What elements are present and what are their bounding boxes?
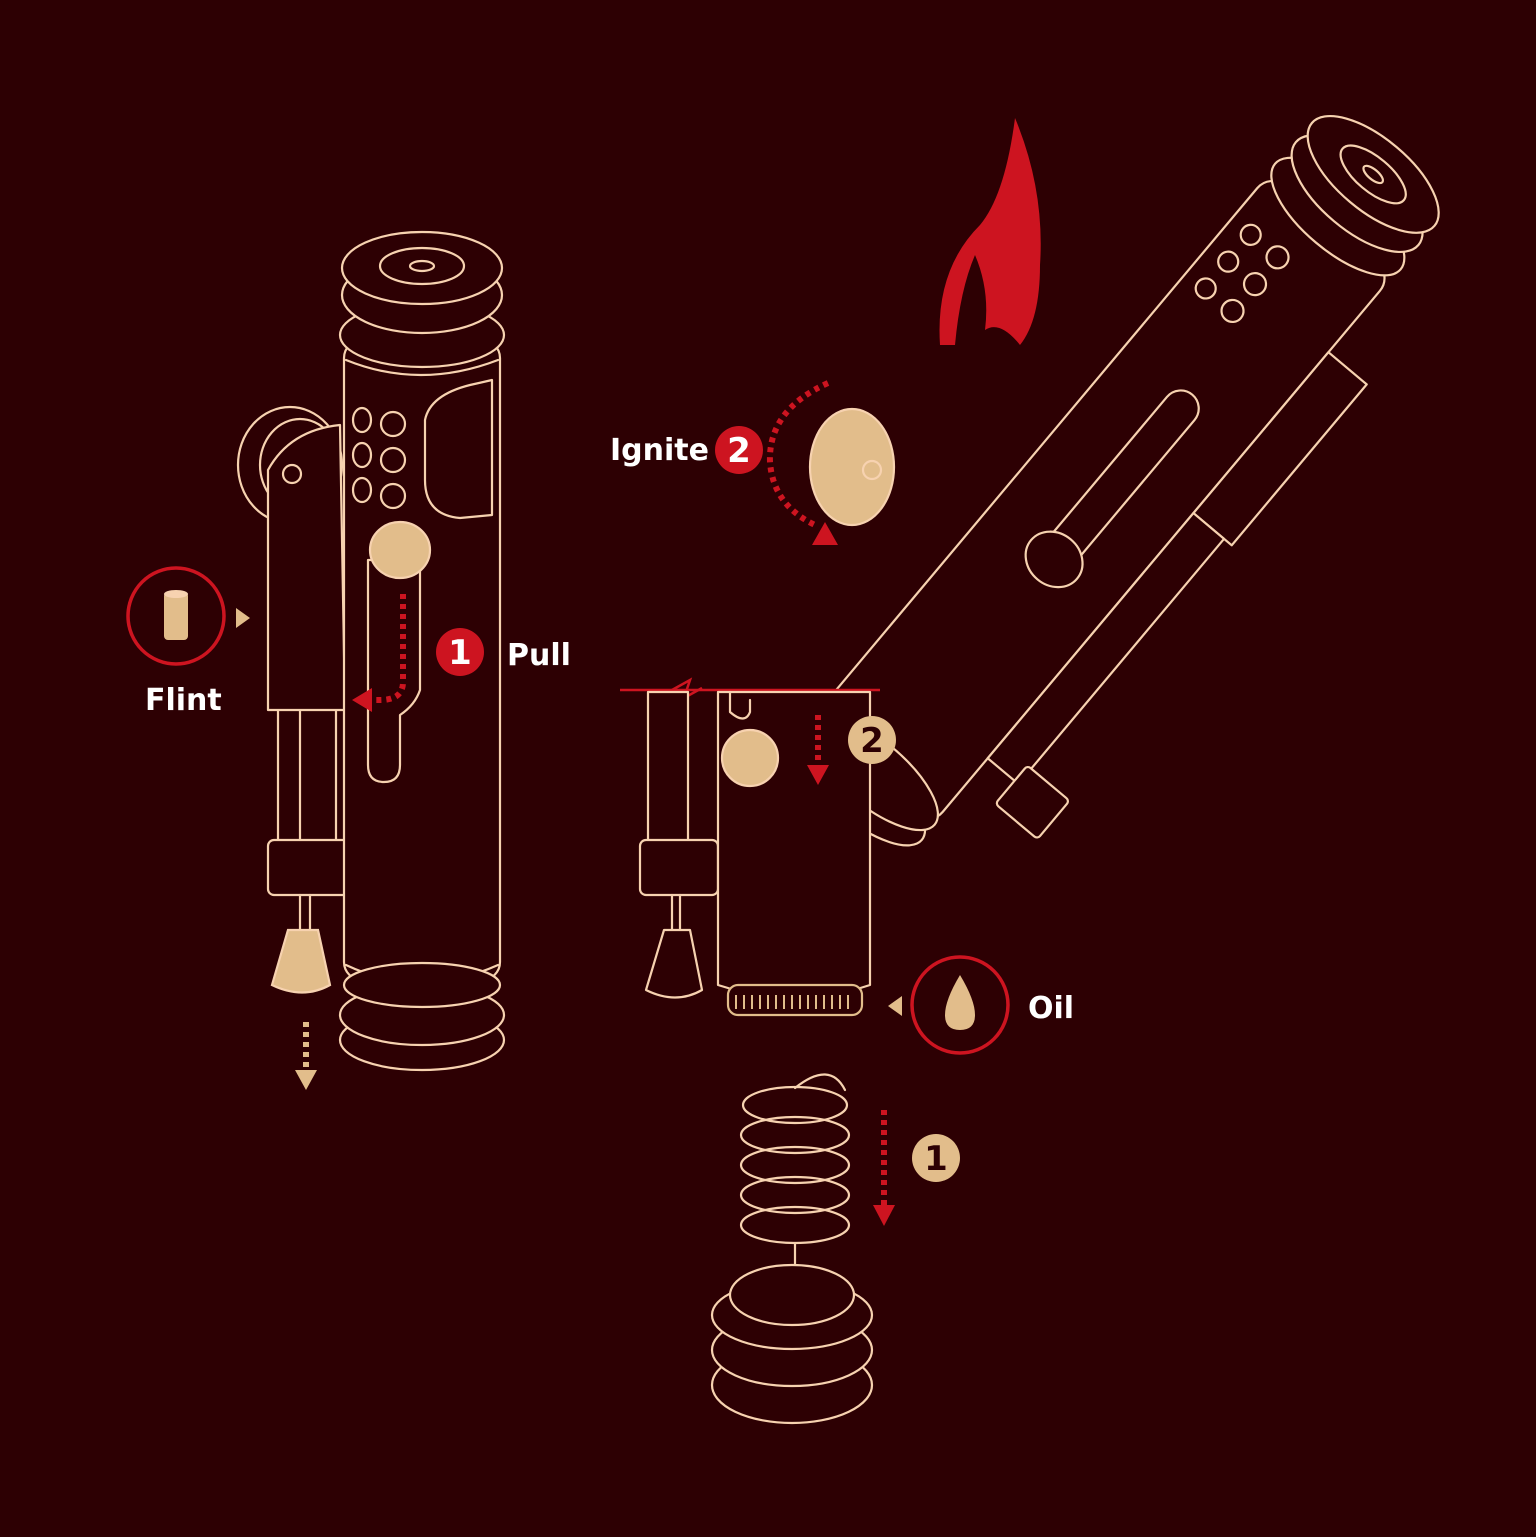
ignite-step-badge: 2 — [715, 426, 763, 474]
flint-pointer — [236, 608, 250, 628]
flint-rod-arrow-head — [295, 1070, 317, 1090]
oil-step-one-badge: 1 — [912, 1134, 960, 1182]
oil-badge — [912, 957, 1008, 1053]
oil-label: Oil — [1028, 991, 1074, 1026]
pull-step-number: 1 — [448, 633, 472, 673]
oil-drop-icon — [945, 975, 975, 1030]
flint-label: Flint — [145, 683, 222, 718]
oil-step-two-number: 2 — [860, 721, 884, 761]
ignite-step-number: 2 — [727, 431, 751, 471]
pull-step-badge: 1 — [436, 628, 484, 676]
oil-step-one-number: 1 — [924, 1139, 948, 1179]
spring — [741, 1074, 849, 1270]
oil-lighter — [620, 680, 880, 1015]
bottom-cap — [712, 1265, 872, 1423]
ignite-arrow-head — [812, 522, 838, 545]
oil-step-two-badge: 2 — [848, 716, 896, 764]
tilted-lighter — [776, 94, 1527, 921]
pull-label: Pull — [507, 638, 571, 673]
oil-step-one-arrow-head — [873, 1205, 895, 1226]
ignite-label: Ignite — [610, 433, 709, 468]
flint-icon — [164, 590, 188, 640]
oil-pointer — [888, 996, 902, 1016]
flame-icon — [940, 118, 1041, 345]
flint-badge — [128, 568, 250, 664]
